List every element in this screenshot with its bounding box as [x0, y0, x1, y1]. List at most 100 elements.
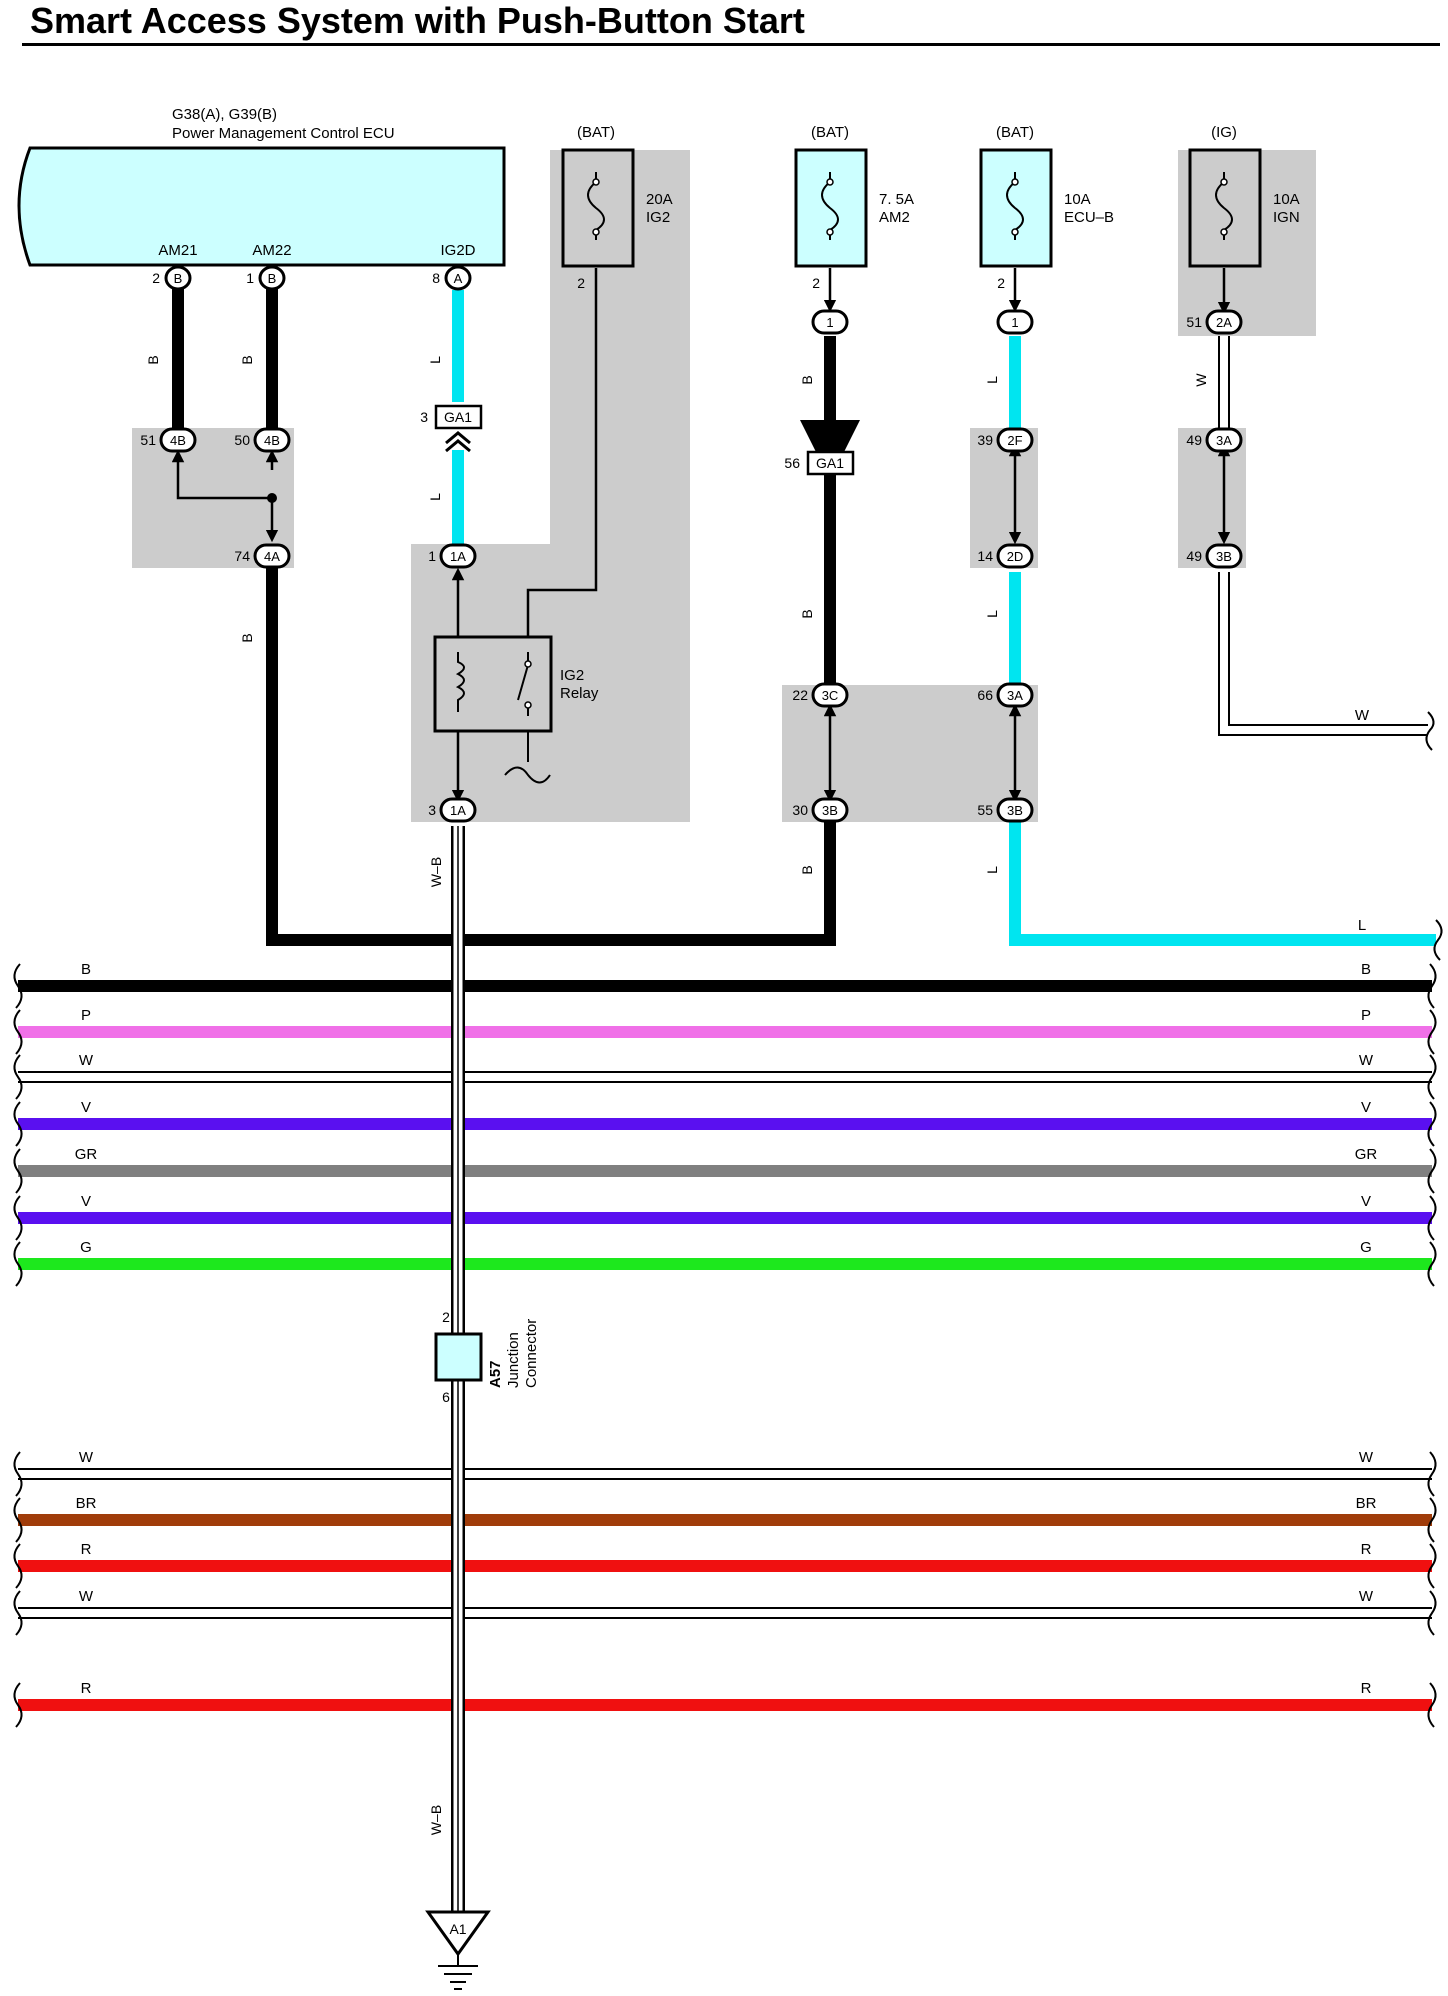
bus-wire-label: P — [1361, 1007, 1371, 1024]
bus-wire-label: W — [79, 1588, 94, 1605]
fuse-icon — [1006, 172, 1024, 240]
wavy-start — [13, 1497, 23, 1543]
bus-wire-label: W — [1359, 1052, 1374, 1069]
bus-wire-label: V — [81, 1099, 91, 1116]
wire-exit-label: L — [1358, 917, 1366, 934]
connector-id: 1A — [450, 803, 466, 818]
connector-chevrons — [445, 431, 471, 453]
bus-wire-label: B — [1361, 961, 1371, 978]
fuse-icon — [821, 172, 839, 240]
pill-body — [996, 543, 1034, 569]
pill-body — [811, 797, 849, 823]
connector-id: 4B — [170, 433, 186, 448]
fuse-terminal — [592, 228, 600, 236]
fuse-rating: 10A — [1064, 191, 1091, 208]
wire-label: B — [239, 355, 255, 364]
connector-ga1 — [806, 450, 855, 476]
relay-ground-curve — [504, 731, 551, 784]
fuse-name: IG2 — [646, 209, 670, 226]
connector-pill: 1A3 — [428, 797, 477, 823]
pill-body — [439, 543, 477, 569]
ground-triangle — [425, 1910, 491, 1957]
connector-pill: 1A 1 — [428, 543, 477, 569]
connector-pill: 1 — [811, 309, 849, 335]
wavy-end — [1433, 919, 1443, 961]
ecu-pin-conn: A — [454, 271, 463, 286]
wires-white — [1217, 268, 1428, 736]
connector-id: 3B — [1216, 549, 1232, 564]
relay-name: IG2 — [560, 667, 584, 684]
fuse-icon — [1215, 172, 1233, 240]
wire-ign-fill — [1220, 336, 1428, 734]
connector-pin: 30 — [792, 802, 808, 818]
wavy-end — [1425, 711, 1435, 751]
connector-id: 4A — [264, 549, 280, 564]
wavy-end — [1427, 1009, 1437, 1055]
bus-wire-label: BR — [1356, 1495, 1377, 1512]
ecu-terminal-name: AM22 — [252, 242, 291, 259]
ecu-pin — [444, 265, 472, 291]
connector-pin: 1 — [428, 548, 436, 564]
ecu-pin-conn: B — [174, 271, 183, 286]
fuse-source: (BAT) — [577, 124, 615, 141]
bus-wire-label: W — [1359, 1588, 1374, 1605]
wire-splice-4b — [171, 449, 279, 543]
connector-id: 1A — [450, 549, 466, 564]
pill-body — [1205, 427, 1243, 453]
junction-connector-a57: 2 6 A57 Junction Connector — [434, 1309, 540, 1405]
pill-body — [1205, 543, 1243, 569]
bus-wire-label: R — [1361, 1680, 1372, 1697]
ecu-pins: B 2 B 1 A 8 — [152, 265, 472, 291]
bus-wire-label: GR — [1355, 1146, 1378, 1163]
wavy-end — [1427, 1590, 1437, 1636]
fuse-rating: 7. 5A — [879, 191, 914, 208]
wavy-start — [13, 1241, 23, 1287]
connector-pin: 74 — [234, 548, 250, 564]
pill-body — [996, 797, 1034, 823]
ecu-terminal-name: AM21 — [158, 242, 197, 259]
wavy-end — [1427, 1497, 1437, 1543]
relay-label: Relay — [560, 685, 599, 702]
connector-id: 2A — [1216, 315, 1232, 330]
connector-id: 2F — [1007, 433, 1022, 448]
connector-id: 3B — [822, 803, 838, 818]
ground-symbol-icon — [438, 1954, 478, 1990]
connector-id: 3A — [1216, 433, 1232, 448]
ign-fuse-panel — [1178, 150, 1316, 336]
wire-label: L — [984, 376, 1000, 384]
wire-ign-outline — [1218, 336, 1428, 736]
wavy-start — [13, 1543, 23, 1589]
fuse-name: ECU–B — [1064, 209, 1114, 226]
bus-wire-label: W — [1359, 1449, 1374, 1466]
fuse-am2: (BAT) 7. 5A AM2 2 — [794, 124, 914, 291]
wavy-start — [13, 1682, 23, 1728]
junction-label: Connector — [523, 1319, 540, 1388]
ground-a1: A1 — [425, 1910, 491, 1990]
wire-label: L — [984, 866, 1000, 874]
ig2-relay: IG2 Relay — [433, 635, 599, 784]
fuse-terminal — [1220, 178, 1228, 186]
bus-wire-label: V — [81, 1193, 91, 1210]
fuse-name: IGN — [1273, 209, 1300, 226]
fuse-pin: 2 — [997, 275, 1005, 291]
wire-label: W–B — [428, 857, 444, 887]
exit-terminators — [1425, 711, 1443, 961]
wavy-start — [13, 1148, 23, 1194]
pill-body — [811, 682, 849, 708]
wavy-end — [1427, 1148, 1437, 1194]
pill-body — [996, 309, 1034, 335]
relay-contact — [524, 701, 532, 709]
fuse-terminal — [826, 228, 834, 236]
